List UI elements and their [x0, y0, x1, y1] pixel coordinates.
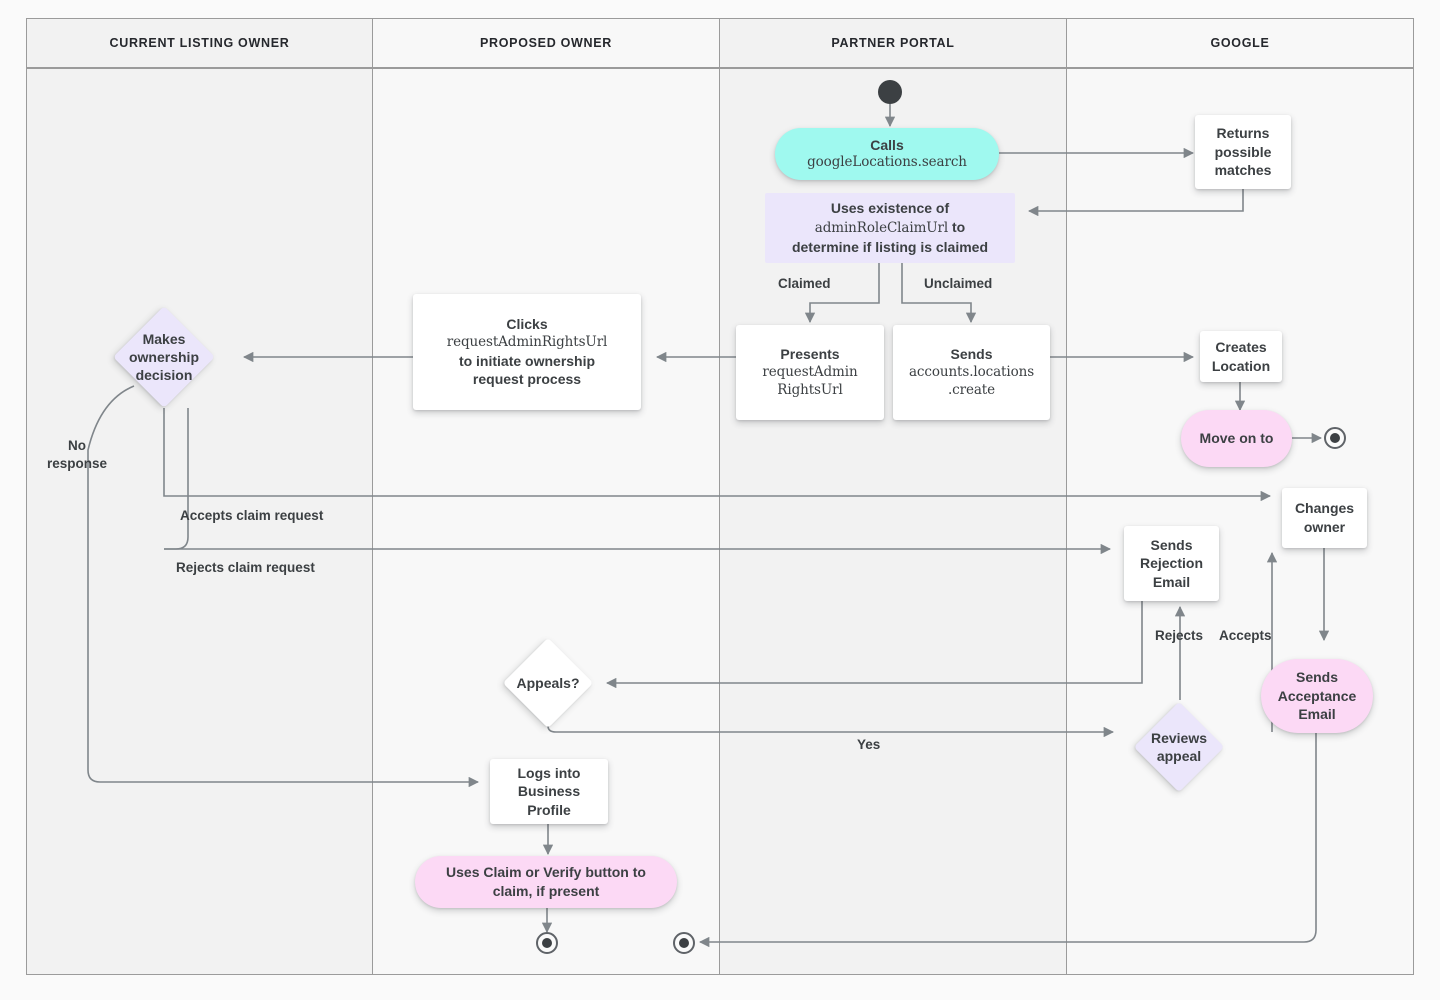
end-terminal-claim: [536, 932, 558, 954]
node-line-1: Calls: [870, 136, 904, 153]
lane-header-label: CURRENT LISTING OWNER: [109, 36, 290, 50]
node-uses-existence-adminroleclaimurl[interactable]: Uses existence of adminRoleClaimUrl to d…: [765, 193, 1015, 263]
node-changes-owner[interactable]: Changes owner: [1282, 488, 1367, 548]
node-line-2: adminRoleClaimUrl to: [815, 218, 965, 238]
node-label: Appeals?: [516, 674, 580, 691]
node-appeals-decision[interactable]: Appeals?: [502, 637, 594, 729]
edge-label-unclaimed: Unclaimed: [924, 276, 993, 291]
end-terminal-google: [1324, 427, 1346, 449]
node-line-2: requestAdminRightsUrl: [446, 333, 608, 350]
node-sends-rejection-email[interactable]: Sends Rejection Email: [1124, 526, 1219, 601]
node-line-1: Presents: [780, 346, 840, 363]
node-presents-requestadminrightsurl[interactable]: Presents requestAdmin RightsUrl: [736, 325, 884, 420]
lane-body-proposed-owner: [373, 68, 720, 975]
lane-header-proposed-owner: PROPOSED OWNER: [373, 18, 720, 68]
node-move-on-to[interactable]: Move on to: [1181, 410, 1292, 467]
edge-label-accepts: Accepts: [1219, 628, 1272, 643]
node-label: Reviews appeal: [1150, 729, 1208, 764]
lane-header-label: PARTNER PORTAL: [831, 36, 955, 50]
node-logs-into-business-profile[interactable]: Logs into Business Profile: [490, 759, 608, 824]
node-reviews-appeal[interactable]: Reviews appeal: [1133, 701, 1225, 793]
node-sends-acceptance-email[interactable]: Sends Acceptance Email: [1261, 659, 1373, 733]
node-makes-ownership-decision[interactable]: Makes ownership decision: [113, 306, 215, 408]
end-terminal-transfer: [673, 932, 695, 954]
node-line-1: Clicks: [506, 316, 548, 333]
edge-label-rejects: Rejects: [1155, 628, 1204, 643]
node-sends-accounts-locations-create[interactable]: Sends accounts.locations .create: [893, 325, 1050, 420]
edge-label-claimed: Claimed: [778, 276, 831, 291]
edge-label-yes: Yes: [857, 737, 881, 752]
node-line-2: requestAdmin RightsUrl: [762, 363, 858, 398]
start-terminal: [878, 80, 902, 104]
node-line-3: determine if listing is claimed: [791, 238, 989, 255]
node-returns-possible-matches[interactable]: Returns possible matches: [1195, 115, 1291, 189]
node-calls-googlelocations-search[interactable]: Calls googleLocations.search: [775, 128, 999, 180]
lane-header-current-listing-owner: CURRENT LISTING OWNER: [26, 18, 373, 68]
node-clicks-requestadminrightsurl[interactable]: Clicks requestAdminRightsUrl to initiate…: [413, 294, 641, 410]
node-code-token: adminRoleClaimUrl: [814, 220, 949, 237]
edge-label-rejects-claim-request: Rejects claim request: [176, 560, 315, 575]
node-line-2: accounts.locations .create: [908, 363, 1035, 398]
node-line-1: Sends: [950, 346, 993, 363]
node-label: Makes ownership decision: [128, 330, 199, 384]
node-line-3: to initiate ownership request process: [458, 352, 596, 388]
node-line-2: googleLocations.search: [807, 154, 967, 171]
node-uses-claim-or-verify-button[interactable]: Uses Claim or Verify button to claim, if…: [415, 856, 677, 908]
lane-header-label: PROPOSED OWNER: [479, 36, 613, 50]
lane-header-google: GOOGLE: [1067, 18, 1414, 68]
lane-header-label: GOOGLE: [1210, 36, 1270, 50]
edge-label-no-response: No response: [46, 438, 108, 472]
edge-label-accepts-claim-request: Accepts claim request: [180, 508, 324, 523]
node-line-2-suffix: to: [948, 219, 966, 236]
node-line-1: Uses existence of: [830, 200, 950, 217]
node-creates-location[interactable]: Creates Location: [1200, 331, 1282, 382]
lane-header-partner-portal: PARTNER PORTAL: [720, 18, 1067, 68]
